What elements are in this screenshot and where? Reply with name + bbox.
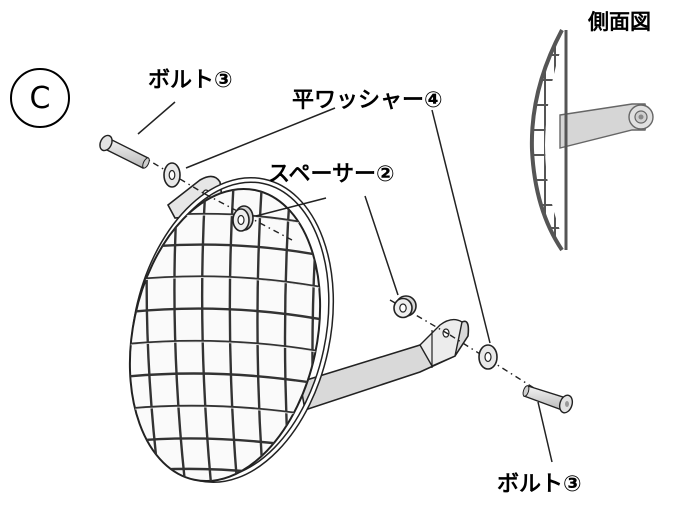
label-flat-washer: 平ワッシャー④: [292, 88, 443, 113]
label-bolt-bottom: ボルト③: [497, 472, 582, 497]
headlight-grille: [109, 176, 337, 495]
spacer-top: [232, 205, 254, 232]
mounting-bracket: [299, 318, 470, 412]
bolt-bottom: [522, 385, 574, 414]
side-view-illustration: [529, 29, 654, 252]
flat-washer-bottom: [478, 344, 498, 370]
bolt-top: [99, 134, 150, 169]
label-bolt-top: ボルト③: [148, 68, 233, 93]
spacer-bottom: [393, 295, 417, 319]
label-spacer: スペーサー②: [268, 162, 395, 187]
flat-washer-top: [163, 162, 181, 188]
label-side-view: 側面図: [588, 10, 651, 34]
leader-lines: [137, 101, 553, 463]
step-letter: C: [29, 80, 51, 116]
step-badge: C: [10, 68, 70, 128]
